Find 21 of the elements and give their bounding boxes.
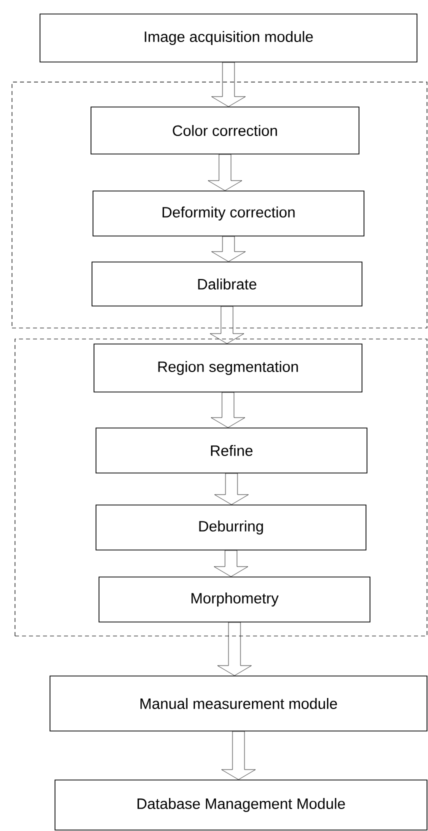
process-box: Region segmentation — [94, 344, 362, 392]
dashed-group-box — [12, 82, 428, 328]
process-box: Refine — [96, 428, 368, 474]
process-box: Deformity correction — [92, 190, 364, 236]
process-box: Morphometry — [98, 576, 370, 622]
process-box: Database Management Module — [54, 780, 428, 830]
process-box: Manual measurement module — [50, 676, 428, 732]
block-arrow — [208, 154, 242, 191]
block-arrow — [210, 306, 244, 344]
process-box: Image acquisition module — [40, 14, 418, 62]
block-arrow — [211, 62, 246, 107]
block-arrow — [214, 473, 249, 505]
block-arrow — [221, 731, 256, 780]
block-arrow — [210, 392, 246, 428]
process-box: Color correction — [90, 106, 360, 154]
block-arrow — [211, 236, 246, 262]
process-box: Deburring — [96, 504, 366, 550]
process-box: Dalibrate — [92, 262, 362, 306]
dashed-group-box — [14, 338, 428, 636]
block-arrow — [214, 550, 248, 577]
block-arrow — [217, 622, 252, 676]
